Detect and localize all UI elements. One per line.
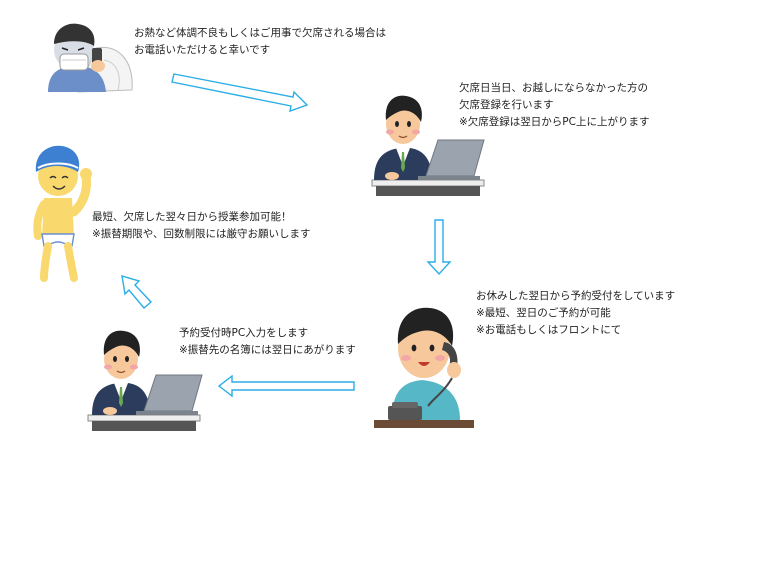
step-sick-call-line-2: お電話いただけると幸いです bbox=[134, 44, 271, 56]
step-absence-registration-text: 欠席日当日、お越しにならなかった方の 欠席登録を行います ※欠席登録は翌日からP… bbox=[459, 80, 649, 131]
arrow-registration-to-reservation bbox=[426, 219, 452, 276]
arrow-pc-to-attend bbox=[121, 275, 153, 309]
step-attend-line-1: 最短、欠席した翌々日から授業参加可能！ bbox=[92, 211, 292, 223]
step-reservation-line-2: ※最短、翌日のご予約が可能 bbox=[476, 307, 611, 319]
arrow-sick-to-registration bbox=[171, 73, 309, 113]
staff-laptop-icon-2 bbox=[87, 330, 203, 431]
step-absence-registration-line-3: ※欠席登録は翌日からPC上に上がります bbox=[459, 116, 650, 128]
swimmer-child-icon bbox=[33, 145, 92, 282]
arrow-reservation-to-pc bbox=[217, 374, 355, 398]
step-attend-text: 最短、欠席した翌々日から授業参加可能！ ※振替期限や、回数制限には厳守お願いしま… bbox=[92, 209, 310, 243]
step-sick-call-text: お熱など体調不良もしくはご用事で欠席される場合は お電話いただけると幸いです bbox=[134, 25, 386, 59]
step-attend-line-2: ※振替期限や、回数制限には厳守お願いします bbox=[92, 228, 311, 240]
staff-phone-icon bbox=[374, 307, 474, 428]
step-reservation-text: お休みした翌日から予約受付をしています ※最短、翌日のご予約が可能 ※お電話もし… bbox=[476, 288, 675, 339]
staff-laptop-icon bbox=[371, 95, 485, 196]
step-pc-input-line-1: 予約受付時PC入力をします bbox=[179, 327, 309, 339]
step-pc-input-text: 予約受付時PC入力をします ※振替先の名簿には翌日にあがります bbox=[179, 325, 356, 359]
step-reservation-line-1: お休みした翌日から予約受付をしています bbox=[476, 290, 676, 302]
step-pc-input-line-2: ※振替先の名簿には翌日にあがります bbox=[179, 344, 356, 356]
step-absence-registration-line-2: 欠席登録を行います bbox=[459, 99, 554, 111]
step-sick-call-line-1: お熱など体調不良もしくはご用事で欠席される場合は bbox=[134, 27, 386, 39]
step-reservation-line-3: ※お電話もしくはフロントにて bbox=[476, 324, 622, 336]
step-absence-registration-line-1: 欠席日当日、お越しにならなかった方の bbox=[459, 82, 648, 94]
sick-child-phone-icon bbox=[48, 23, 133, 93]
